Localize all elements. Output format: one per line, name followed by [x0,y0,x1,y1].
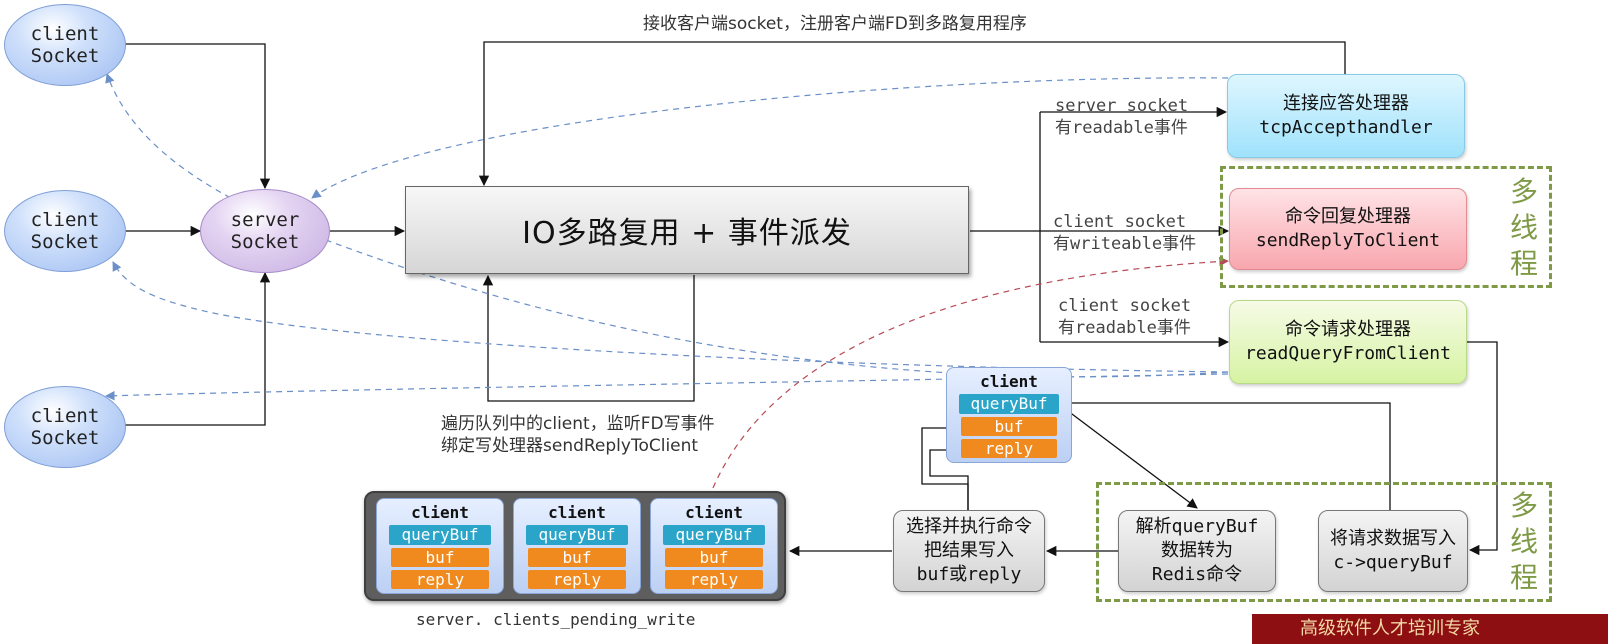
handler-title: 命令回复处理器 [1285,206,1411,227]
pending-client-card[interactable]: client queryBuf buf reply [376,498,504,594]
read-handler[interactable]: 命令请求处理器 readQueryFromClient [1229,300,1467,384]
edge-execute-reply [929,444,969,510]
node-label: Socket [30,427,100,449]
node-label: Socket [230,231,300,253]
brand-banner: 高级软件人才培训专家 [1252,614,1608,644]
multithread-label: 多 线 程 [1507,174,1541,282]
buf-field: buf [528,548,626,567]
edge-label-line: 有writeable事件 [1053,234,1197,254]
dashed-pending-reply [712,256,1229,489]
edge-label-reply: client socket 有writeable事件 [1053,211,1196,255]
process-line: 将请求数据写入 [1330,528,1456,549]
edge-client3-server [125,271,271,426]
querybuf-field: queryBuf [959,394,1059,414]
handler-function: readQueryFromClient [1245,343,1451,364]
edge-label-read: client socket 有readable事件 [1058,295,1191,339]
client-card[interactable]: client queryBuf buf reply [946,367,1072,463]
edge-label-accept: server socket 有readable事件 [1055,95,1188,139]
process-line: buf或reply [916,564,1022,585]
multithread-char: 多 [1509,175,1538,208]
edge-label-line: 有readable事件 [1058,318,1191,338]
reply-handler[interactable]: 命令回复处理器 sendReplyToClient [1229,188,1467,270]
pending-caption: server. clients_pending_write [416,610,696,629]
node-label: client [30,23,100,45]
execute-command-box[interactable]: 选择并执行命令 把结果写入 buf或reply [893,510,1045,592]
querybuf-field: queryBuf [389,525,491,545]
buf-field: buf [391,548,489,567]
io-multiplexing-box[interactable]: IO多路复用 + 事件派发 [405,186,969,274]
handler-title: 命令请求处理器 [1285,319,1411,340]
client-card-title: client [411,503,469,522]
traverse-note-line: 遍历队列中的client，监听FD写事件 [441,414,715,434]
querybuf-field: queryBuf [663,525,765,545]
multithread-group-read [1096,482,1552,602]
buf-field: buf [961,417,1057,436]
edge-traverse-loop [482,274,695,402]
edge-label-line: client socket [1053,212,1187,232]
client-socket-node[interactable]: client Socket [4,4,126,86]
edge-label-line: client socket [1058,296,1192,316]
reply-field: reply [528,570,626,589]
edge-client1-server [125,43,271,190]
edge-label-line: server socket [1055,96,1189,116]
multithread-char: 线 [1509,525,1538,558]
client-socket-node[interactable]: client Socket [4,190,126,272]
server-socket-node[interactable]: server Socket [200,189,330,273]
reply-field: reply [665,570,763,589]
reply-field: reply [391,570,489,589]
reply-field: reply [961,439,1057,458]
node-label: client [30,209,100,231]
multithread-group-reply [1220,166,1552,288]
handler-function: sendReplyToClient [1255,230,1441,251]
dashed-read-client2 [112,261,1229,373]
process-line: c->queryBuf [1333,552,1453,573]
dashed-accept-server [311,77,1229,199]
edge-label-line: 有readable事件 [1055,118,1188,138]
node-label: client [30,405,100,427]
multithread-char: 程 [1509,561,1538,594]
node-label: server [230,209,300,231]
pending-client-card[interactable]: client queryBuf buf reply [513,498,641,594]
multithread-char: 线 [1509,211,1538,244]
process-line: 把结果写入 [924,540,1014,561]
handler-title: 连接应答处理器 [1283,93,1409,114]
process-line: 数据转为 [1161,540,1233,561]
node-label: Socket [30,45,100,67]
edge-accept-register [478,41,1346,187]
top-annotation: 接收客户端socket，注册客户端FD到多路复用程序 [643,14,1027,34]
multithread-label: 多 线 程 [1507,488,1541,596]
client-card-title: client [548,503,606,522]
write-querybuf-box[interactable]: 将请求数据写入 c->queryBuf [1318,510,1468,592]
multithread-char: 多 [1509,489,1538,522]
buf-field: buf [665,548,763,567]
edge-read-to-write [1466,341,1498,556]
traverse-note-line: 绑定写处理器sendReplyToClient [441,436,699,456]
process-line: 解析queryBuf [1135,516,1259,537]
querybuf-field: queryBuf [526,525,628,545]
accept-handler[interactable]: 连接应答处理器 tcpAccepthandler [1227,74,1465,158]
client-socket-node[interactable]: client Socket [4,386,126,468]
client-card-title: client [980,372,1038,391]
edge-write-querybuf [1057,397,1391,510]
pending-client-card[interactable]: client queryBuf buf reply [650,498,778,594]
parse-querybuf-box[interactable]: 解析queryBuf 数据转为 Redis命令 [1118,510,1276,592]
process-line: Redis命令 [1151,564,1243,585]
handler-function: tcpAccepthandler [1259,117,1433,138]
io-box-label: IO多路复用 + 事件派发 [522,216,852,251]
node-label: Socket [30,231,100,253]
multithread-char: 程 [1509,247,1538,280]
traverse-note: 遍历队列中的client，监听FD写事件 绑定写处理器sendReplyToCl… [441,413,715,457]
edge-querybuf-parse [1059,404,1198,509]
client-card-title: client [685,503,743,522]
process-line: 选择并执行命令 [906,516,1032,537]
